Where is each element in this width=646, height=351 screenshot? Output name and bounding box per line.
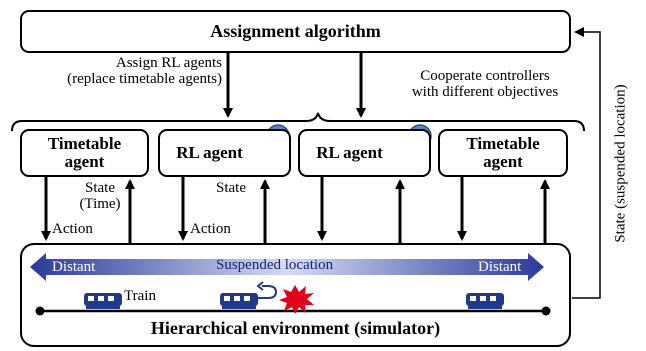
distance-gradient-right bbox=[288, 253, 544, 281]
agent-label: RL agent bbox=[316, 143, 383, 162]
action-label-1: Action bbox=[52, 221, 93, 237]
time-label: (Time) bbox=[79, 195, 121, 212]
train-icon bbox=[220, 293, 258, 309]
assign-note: Assign RL agents (replace timetable agen… bbox=[0, 55, 222, 88]
agent-label: agent bbox=[483, 151, 523, 171]
distance-gradient-left bbox=[30, 253, 288, 281]
distant-right-label: Distant bbox=[478, 259, 522, 275]
state-label-2: State bbox=[216, 180, 246, 196]
cooperate-note-line2: with different objectives bbox=[411, 83, 559, 100]
track-end-left bbox=[35, 306, 45, 316]
train-label: Train bbox=[124, 288, 156, 304]
train-icon bbox=[84, 293, 122, 309]
environment-box bbox=[20, 243, 571, 347]
timetable-agent-box-2: Timetable agent bbox=[438, 129, 568, 177]
environment-title: Hierarchical environment (simulator) bbox=[150, 318, 441, 338]
assignment-algorithm-box: Assignment algorithm bbox=[20, 10, 571, 53]
brace bbox=[11, 112, 585, 132]
assign-note-line2: (replace timetable agents) bbox=[67, 70, 222, 87]
rl-agent-box-2: RL agent bbox=[298, 129, 431, 177]
assign-note-line1: Assign RL agents bbox=[115, 55, 222, 71]
timetable-agent-box-1: Timetable agent bbox=[20, 129, 149, 177]
agent-label: agent bbox=[64, 151, 105, 171]
suspended-location-label: Suspended location bbox=[216, 257, 334, 273]
cooperate-note: Cooperate controllers with different obj… bbox=[378, 68, 592, 101]
feedback-loop-arrow bbox=[572, 27, 601, 299]
action-label-2: Action bbox=[190, 221, 231, 237]
distant-left-label: Distant bbox=[52, 259, 96, 275]
cooperate-note-line1: Cooperate controllers bbox=[420, 68, 550, 84]
train-icon bbox=[466, 293, 504, 309]
track-end-right bbox=[541, 306, 551, 316]
side-state-label: State (suspended location) bbox=[612, 84, 629, 243]
agent-label: Timetable bbox=[466, 134, 540, 153]
u-turn-icon bbox=[256, 281, 278, 299]
agent-label: Timetable bbox=[47, 134, 122, 153]
explosion-icon bbox=[279, 285, 314, 314]
agent-label: RL agent bbox=[176, 143, 243, 162]
state-label: State bbox=[85, 180, 115, 196]
assignment-algorithm-label: Assignment algorithm bbox=[210, 21, 381, 41]
rl-agent-box-1: RL agent bbox=[158, 129, 291, 177]
state-time-label: State (Time) bbox=[72, 180, 128, 213]
